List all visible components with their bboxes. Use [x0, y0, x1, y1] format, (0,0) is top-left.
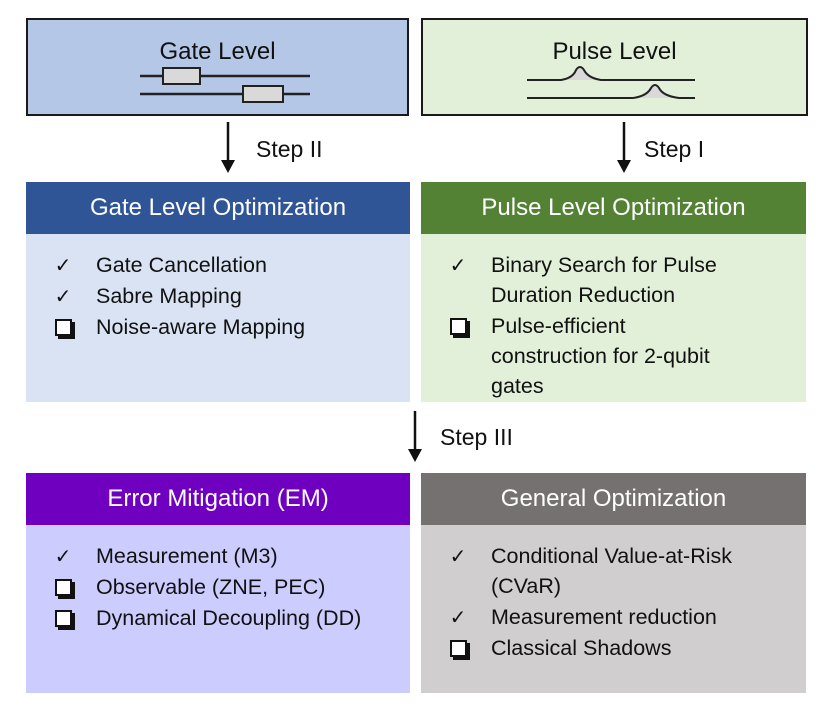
pulse-level-optimization-panel: Pulse Level Optimization ✓Binary Search …: [421, 182, 806, 402]
unchecked-box-icon: [50, 572, 76, 604]
gate-circuit-icon: [140, 67, 310, 103]
step-1-label: Step I: [644, 136, 705, 162]
check-mark-icon: ✓: [54, 253, 72, 277]
step-3-arrow: [408, 411, 422, 462]
gate-level-title: Gate Level: [159, 38, 276, 65]
check-mark-icon: ✓: [449, 544, 467, 568]
step-2-label: Step II: [256, 136, 323, 162]
unchecked-box-icon: [50, 312, 76, 344]
step-3-label: Step III: [440, 424, 513, 450]
general-optimization-list: ✓Conditional Value-at-Risk (CVaR) ✓Measu…: [441, 541, 746, 664]
pulse-level-title: Pulse Level: [552, 38, 677, 65]
list-item: Observable (ZNE, PEC): [46, 572, 400, 602]
list-item: Noise-aware Mapping: [46, 312, 400, 342]
unchecked-box-icon: [445, 633, 471, 665]
pulse-level-box: Pulse Level: [421, 18, 808, 116]
pulse-level-optimization-list: ✓Binary Search for Pulse Duration Reduct…: [441, 250, 746, 402]
general-optimization-header: General Optimization: [421, 473, 806, 525]
pulse-level-optimization-header: Pulse Level Optimization: [421, 182, 806, 234]
list-item: ✓Conditional Value-at-Risk (CVaR): [441, 541, 746, 601]
error-mitigation-panel: Error Mitigation (EM) ✓Measurement (M3) …: [26, 473, 410, 693]
list-item: Dynamical Decoupling (DD): [46, 603, 400, 633]
check-mark-icon: ✓: [54, 544, 72, 568]
error-mitigation-list: ✓Measurement (M3) Observable (ZNE, PEC) …: [46, 541, 400, 634]
list-item: ✓Measurement reduction: [441, 602, 746, 632]
step-2-arrow: [221, 122, 235, 173]
check-mark-icon: ✓: [449, 253, 467, 277]
list-item: Pulse-efficient construction for 2-qubit…: [441, 311, 746, 401]
list-item: Classical Shadows: [441, 633, 746, 663]
gate-level-box: Gate Level: [26, 18, 409, 116]
step-1-arrow: [617, 122, 631, 173]
gate-level-optimization-list: ✓Gate Cancellation ✓Sabre Mapping Noise-…: [46, 250, 400, 343]
gate-level-optimization-header: Gate Level Optimization: [26, 182, 410, 234]
check-mark-icon: ✓: [449, 605, 467, 629]
list-item: ✓Gate Cancellation: [46, 250, 400, 280]
list-item: ✓Sabre Mapping: [46, 281, 400, 311]
general-optimization-panel: General Optimization ✓Conditional Value-…: [421, 473, 806, 693]
error-mitigation-header: Error Mitigation (EM): [26, 473, 410, 525]
gate-level-optimization-panel: Gate Level Optimization ✓Gate Cancellati…: [26, 182, 410, 402]
check-mark-icon: ✓: [54, 284, 72, 308]
unchecked-box-icon: [50, 603, 76, 635]
list-item: ✓Measurement (M3): [46, 541, 400, 571]
pulse-waveform-icon: [527, 66, 695, 99]
list-item: ✓Binary Search for Pulse Duration Reduct…: [441, 250, 746, 310]
unchecked-box-icon: [445, 311, 471, 343]
